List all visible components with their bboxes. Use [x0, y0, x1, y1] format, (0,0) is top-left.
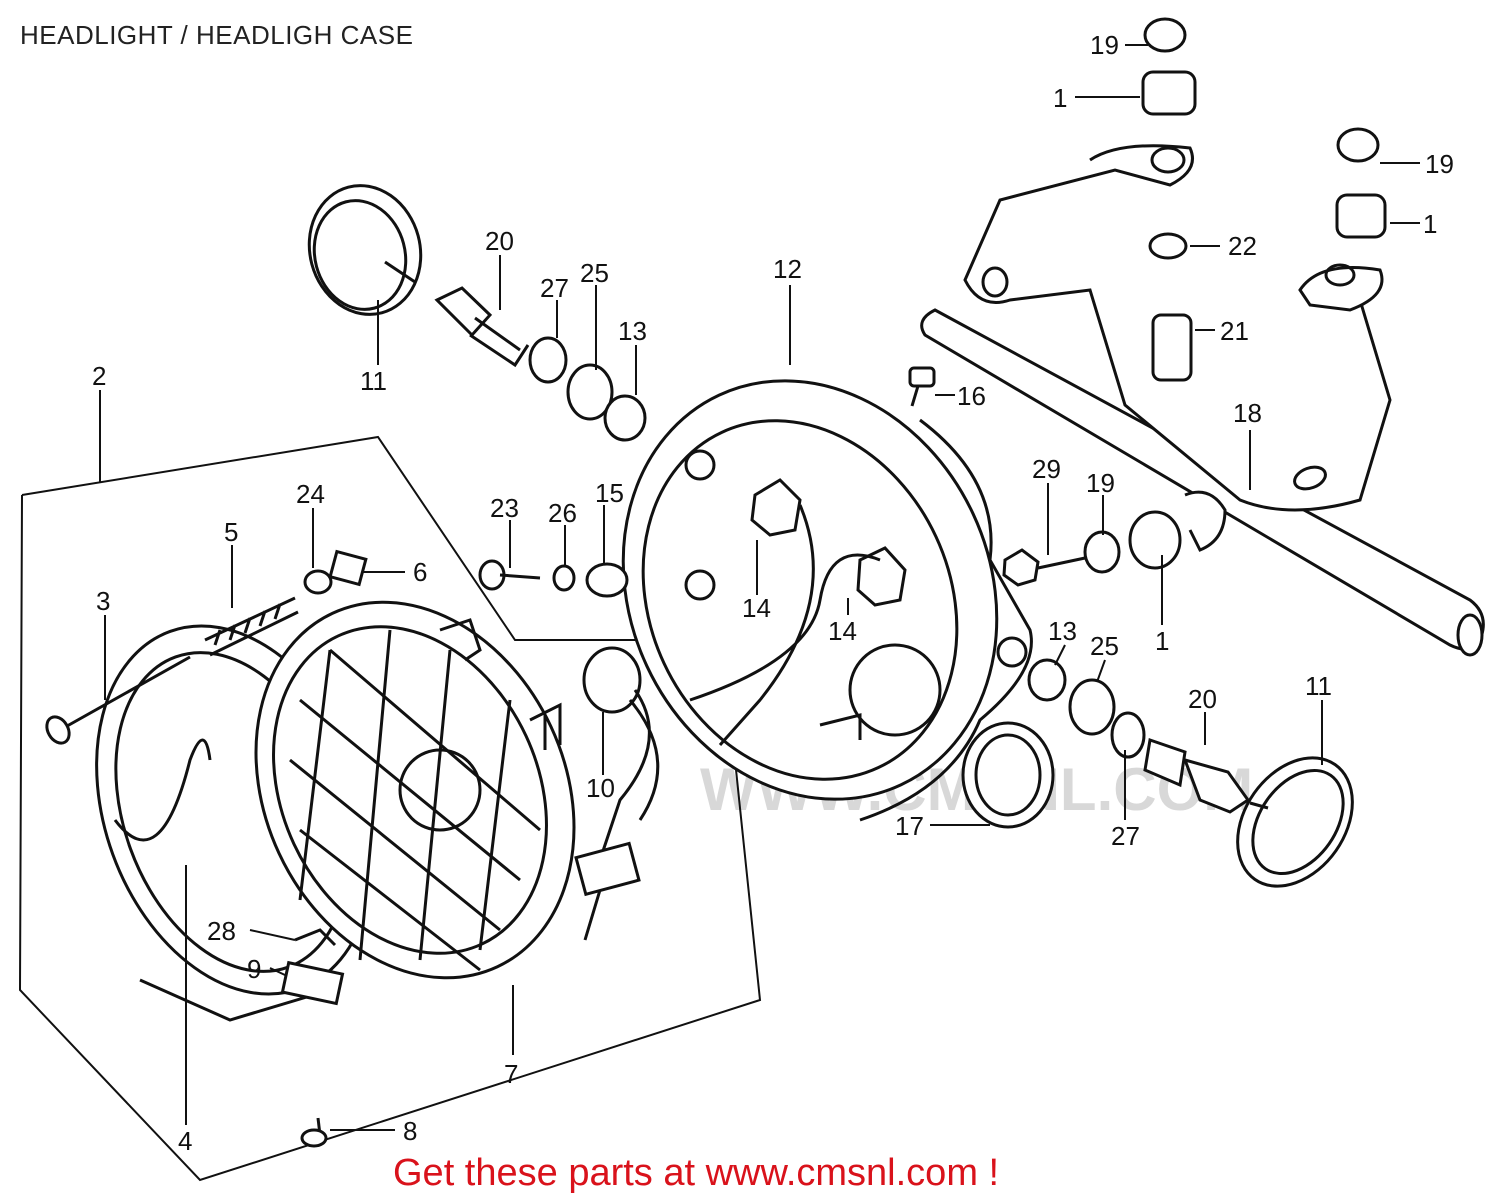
nut-6 [328, 549, 368, 587]
washer-22 [1148, 232, 1188, 260]
collar-19-right [1336, 127, 1380, 163]
connector-14a [750, 478, 802, 537]
callout-28: 28 [207, 916, 236, 946]
washer-24 [303, 569, 333, 595]
callout-6: 6 [413, 557, 427, 587]
callout-17: 17 [895, 811, 924, 841]
callout-13a: 13 [618, 316, 647, 346]
callout-22: 22 [1228, 231, 1257, 261]
ring-17 [961, 721, 1055, 829]
headlight-socket [574, 646, 660, 941]
footer-link[interactable]: Get these parts at www.cmsnl.com ! [393, 1152, 1000, 1194]
grommet-1-top [1141, 70, 1197, 116]
bolt-20-lower [1143, 738, 1251, 814]
headlight-case [621, 379, 1033, 822]
callout-18: 18 [1233, 398, 1262, 428]
callout-27b: 27 [1111, 821, 1140, 851]
callout-14a: 14 [742, 593, 771, 623]
clip-plate [280, 960, 345, 1006]
sealed-beam-unit [254, 600, 576, 980]
callout-25a: 25 [580, 258, 609, 288]
callout-19a: 19 [1090, 30, 1119, 60]
screw-3 [45, 655, 191, 745]
harness-wire [689, 504, 881, 746]
grommet-1-mid [1128, 510, 1182, 570]
collar-13-upper [603, 394, 647, 442]
callout-19b: 19 [1425, 149, 1454, 179]
collar-21 [1151, 313, 1193, 382]
callout-2: 2 [92, 361, 106, 391]
washer-27-upper [528, 336, 568, 384]
grommet-15 [585, 562, 629, 598]
reflector-lower [1236, 756, 1354, 888]
page-title: HEADLIGHT / HEADLIGH CASE [20, 20, 414, 50]
bolt-16 [908, 366, 936, 407]
bolt-20-upper [434, 286, 530, 368]
callout-26: 26 [548, 498, 577, 528]
callout-21: 21 [1220, 316, 1249, 346]
callout-1b: 1 [1423, 209, 1437, 239]
spring-5 [204, 596, 299, 657]
reflector-upper [307, 184, 423, 316]
callout-labels: 19 1 19 1 22 21 18 16 12 11 20 27 25 13 … [92, 30, 1454, 1156]
leader-lines [99, 44, 1420, 1131]
callout-5: 5 [224, 517, 238, 547]
callout-13b: 13 [1048, 616, 1077, 646]
callout-11a: 11 [360, 366, 387, 396]
callout-23: 23 [490, 493, 519, 523]
washer-19-mid [1083, 530, 1121, 574]
callout-16: 16 [957, 381, 986, 411]
washer-25-lower [1068, 678, 1116, 736]
collar-19-top [1143, 17, 1187, 53]
bolt-29 [1002, 548, 1086, 587]
callout-9: 9 [247, 954, 261, 984]
callout-19c: 19 [1086, 468, 1115, 498]
ring-clip [294, 928, 337, 947]
callout-12: 12 [773, 254, 802, 284]
callout-10: 10 [586, 773, 615, 803]
screw-8 [300, 1117, 328, 1148]
callout-20b: 20 [1188, 684, 1217, 714]
callout-11b: 11 [1305, 671, 1332, 701]
washer-27-lower [1110, 711, 1146, 759]
callout-1a: 1 [1053, 83, 1067, 113]
collar-13-lower [1027, 658, 1067, 702]
callout-4: 4 [178, 1126, 192, 1156]
callout-7: 7 [504, 1059, 518, 1089]
callout-1c: 1 [1155, 626, 1169, 656]
callout-24: 24 [296, 479, 325, 509]
connector-14b [856, 546, 907, 607]
callout-14b: 14 [828, 616, 857, 646]
grommet-1-right [1335, 193, 1387, 239]
washer-25-upper [566, 363, 614, 421]
callout-8: 8 [403, 1116, 417, 1146]
callout-3: 3 [96, 586, 110, 616]
callout-20a: 20 [485, 226, 514, 256]
callout-29: 29 [1032, 454, 1061, 484]
screw-23 [478, 559, 541, 591]
callout-27a: 27 [540, 273, 569, 303]
callout-25b: 25 [1090, 631, 1119, 661]
nut-26 [552, 564, 576, 592]
callout-15: 15 [595, 478, 624, 508]
